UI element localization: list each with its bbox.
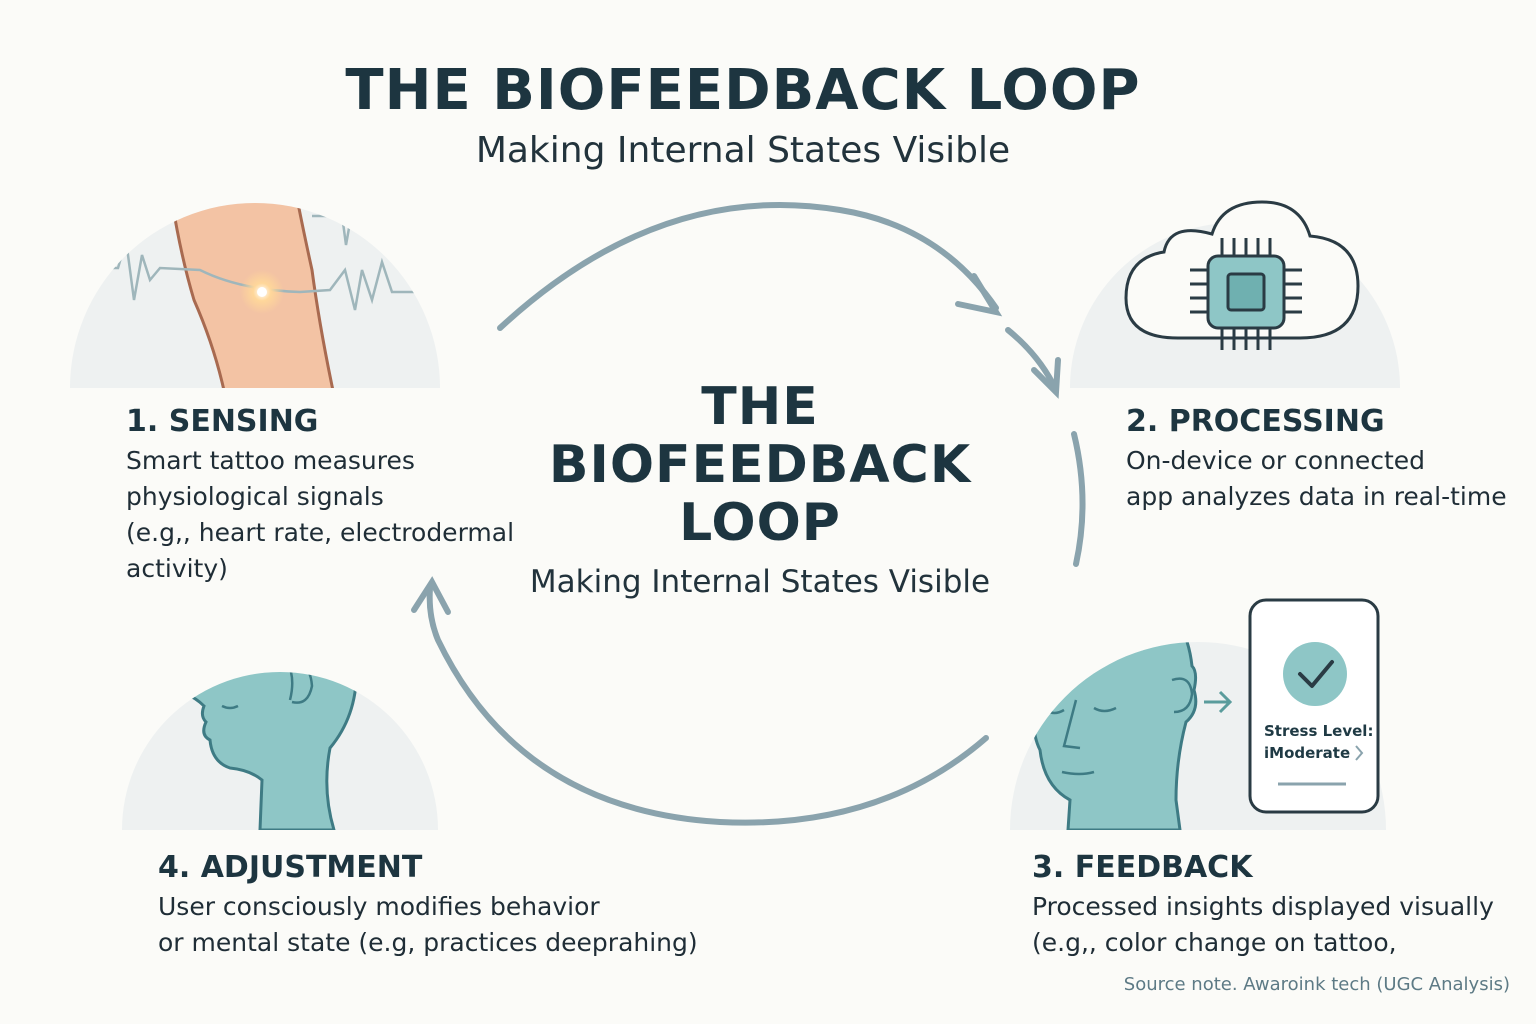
center-title: THE BIOFEEDBACK LOOP bbox=[510, 378, 1010, 552]
arrow-sensing-to-processing bbox=[497, 202, 999, 331]
page-subtitle: Making Internal States Visible bbox=[475, 130, 1011, 171]
stress-level-value: iModerate bbox=[1264, 744, 1351, 762]
check-circle bbox=[1283, 642, 1347, 706]
source-note: Source note. Awaroink tech (UGC Analysis… bbox=[1123, 974, 1510, 995]
head-profile-icon bbox=[183, 672, 358, 830]
step-title: 1. SENSING bbox=[126, 404, 319, 439]
step-feedback: 3. FEEDBACK Processed insights displayed… bbox=[1032, 850, 1494, 961]
step-line: physiological signals bbox=[126, 482, 384, 511]
arrowhead-icon bbox=[955, 273, 1003, 317]
step-line: activity) bbox=[126, 554, 228, 583]
step-sensing: 1. SENSING Smart tattoo measures physiol… bbox=[126, 404, 514, 587]
arrowhead-icon bbox=[411, 576, 451, 615]
step-description: User consciously modifies behavior or me… bbox=[158, 889, 698, 961]
check-icon bbox=[1298, 660, 1334, 688]
arrow-segment bbox=[1005, 327, 1059, 393]
center-title-line: LOOP bbox=[679, 493, 841, 553]
page-title: THE BIOFEEDBACK LOOP bbox=[345, 58, 1141, 123]
step-line: or mental state (e.g, practices deeprahi… bbox=[158, 928, 698, 957]
step-description: Smart tattoo measures physiological sign… bbox=[126, 443, 514, 587]
step-line: Smart tattoo measures bbox=[126, 446, 415, 475]
arrow-processing-to-feedback bbox=[1071, 431, 1086, 567]
center-title-line: THE bbox=[701, 377, 819, 437]
sensing-illustration bbox=[70, 203, 440, 388]
smartphone-icon[interactable] bbox=[1248, 598, 1380, 814]
step-line: User consciously modifies behavior bbox=[158, 892, 600, 921]
step-line: On-device or connected bbox=[1126, 446, 1426, 475]
arrowhead-icon bbox=[1031, 357, 1061, 399]
step-line: (e.g,, color change on tattoo, bbox=[1032, 928, 1397, 957]
step-description: On-device or connected app analyzes data… bbox=[1126, 443, 1507, 515]
step-processing: 2. PROCESSING On-device or connected app… bbox=[1126, 404, 1507, 515]
loop-arrows bbox=[411, 202, 1086, 826]
step-title: 2. PROCESSING bbox=[1126, 404, 1385, 439]
chevron-right-icon bbox=[1355, 745, 1364, 761]
adjustment-illustration bbox=[122, 672, 438, 830]
step-title: 4. ADJUSTMENT bbox=[158, 850, 423, 885]
center-subtitle: Making Internal States Visible bbox=[529, 564, 991, 600]
cloud-chip-icon bbox=[1124, 200, 1360, 350]
center-title-line: BIOFEEDBACK bbox=[548, 435, 972, 495]
stress-level-label: Stress Level: bbox=[1264, 722, 1374, 740]
arrow-feedback-to-sensing bbox=[426, 585, 989, 826]
step-description: Processed insights displayed visually (e… bbox=[1032, 889, 1494, 961]
arrow-right-icon bbox=[1204, 690, 1233, 714]
step-title: 3. FEEDBACK bbox=[1032, 850, 1253, 885]
phone-label: Stress Level: iModerate bbox=[1264, 722, 1374, 762]
step-line: (e.g,, heart rate, electrodermal bbox=[126, 518, 515, 547]
step-line: app analyzes data in real-time bbox=[1126, 482, 1507, 511]
step-adjustment: 4. ADJUSTMENT User consciously modifies … bbox=[158, 850, 698, 961]
step-line: Processed insights displayed visually bbox=[1032, 892, 1494, 921]
processing-illustration bbox=[1070, 200, 1401, 388]
